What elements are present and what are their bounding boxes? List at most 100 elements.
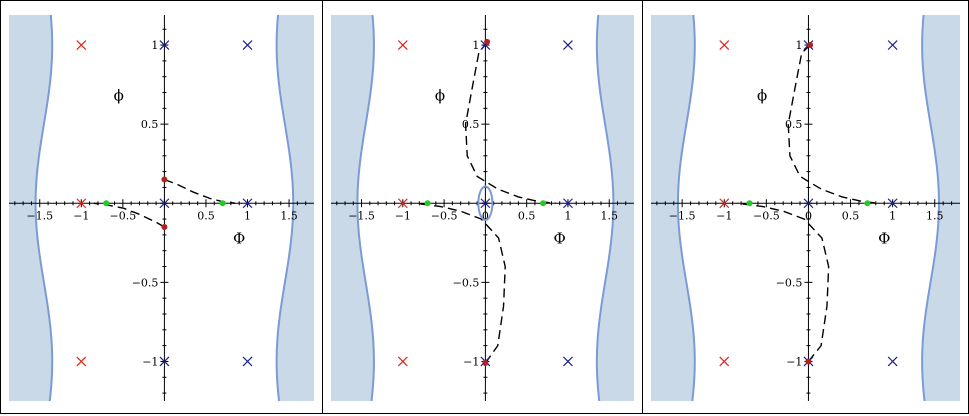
red-cross-marker [719, 356, 730, 367]
x-tick-label: 1.5 [280, 209, 298, 222]
boundary-right [921, 14, 940, 402]
red-dot [161, 176, 168, 183]
blue-cross-marker-stroke [887, 198, 898, 209]
trajectory-curve-2 [415, 202, 506, 364]
x-axis-label: Φ [554, 229, 566, 247]
region-left [9, 15, 53, 401]
y-tick-label: −1 [142, 355, 158, 368]
green-dot [219, 200, 226, 207]
red-dot [482, 360, 489, 367]
red-cross-marker [76, 198, 87, 209]
blue-cross-marker [242, 356, 253, 367]
blue-cross-marker [563, 356, 573, 367]
x-tick-label: 0.5 [197, 209, 215, 222]
x-axis-label: Φ [233, 229, 245, 247]
red-cross-marker [397, 356, 408, 367]
boundary-right [595, 14, 615, 402]
x-tick-label: −1 [395, 209, 411, 222]
red-dot [807, 42, 814, 49]
blue-cross-marker-stroke [563, 40, 573, 50]
x-tick-label: 0 [482, 209, 489, 222]
y-tick-label: −0.5 [132, 276, 159, 289]
blue-cross-marker [242, 198, 253, 209]
red-cross-marker-stroke [719, 356, 730, 367]
x-tick-label: 0.5 [842, 209, 860, 222]
red-cross-marker [397, 40, 408, 50]
red-dot [484, 38, 491, 45]
red-cross-marker [76, 40, 87, 50]
red-cross-marker-stroke [719, 198, 730, 209]
green-dot [746, 200, 753, 207]
blue-cross-marker [242, 40, 253, 50]
blue-cross-marker [887, 40, 898, 50]
x-tick-label: 1 [564, 209, 571, 222]
boundary-right [275, 14, 295, 402]
y-tick-label: 0.5 [462, 118, 480, 131]
x-tick-label: 1 [889, 209, 896, 222]
y-tick-label: −1 [786, 355, 802, 368]
x-tick-label: −1.5 [669, 209, 696, 222]
highlight-ellipse [477, 185, 494, 222]
x-tick-label: −1.5 [348, 209, 375, 222]
y-tick-label: 1 [151, 39, 158, 52]
boundary-left [356, 14, 375, 402]
blue-cross-marker-stroke [803, 198, 814, 209]
red-cross-marker-stroke [397, 40, 408, 50]
y-tick-label: 1 [472, 39, 479, 52]
trajectory-curve-2 [736, 202, 830, 362]
region-left [331, 15, 374, 401]
y-tick-label: 1 [795, 39, 802, 52]
blue-cross-marker-stroke [563, 356, 573, 367]
x-tick-label: 0 [805, 209, 812, 222]
blue-cross-marker-stroke [242, 40, 253, 50]
blue-cross-marker [563, 198, 573, 209]
blue-cross-marker-stroke [159, 198, 170, 209]
blue-cross-marker-stroke [480, 198, 491, 209]
blue-cross-marker [803, 198, 814, 209]
y-tick-label: 0.5 [785, 118, 803, 131]
x-axis-label: Φ [878, 229, 890, 247]
red-cross-marker-stroke [397, 198, 408, 209]
red-cross-marker-stroke [76, 356, 87, 367]
region-right [922, 15, 960, 401]
blue-cross-marker-stroke [887, 40, 898, 50]
blue-cross-marker [480, 198, 491, 209]
y-tick-label: −0.5 [453, 276, 480, 289]
green-dot [424, 200, 431, 207]
green-dot [103, 200, 110, 207]
x-tick-label: 0.5 [518, 209, 536, 222]
blue-cross-marker-stroke [159, 356, 170, 367]
x-tick-label: −0.5 [753, 209, 780, 222]
blue-cross-marker [887, 198, 898, 209]
region-right [276, 15, 314, 401]
green-dot [864, 200, 871, 207]
y-axis-label: ϕ [435, 86, 445, 104]
blue-cross-marker-stroke [242, 198, 253, 209]
x-tick-label: −1 [716, 209, 732, 222]
trajectory-curve-1 [464, 41, 556, 204]
green-dot [540, 200, 547, 207]
x-tick-label: 1.5 [926, 209, 944, 222]
blue-cross-marker [159, 40, 170, 50]
x-tick-label: −1.5 [26, 209, 53, 222]
red-cross-marker [397, 198, 408, 209]
blue-cross-marker-stroke [159, 40, 170, 50]
y-tick-label: −0.5 [776, 276, 803, 289]
y-axis-label: ϕ [757, 86, 767, 104]
region-left [651, 15, 695, 401]
x-tick-label: 1 [244, 209, 251, 222]
red-cross-marker [719, 198, 730, 209]
blue-cross-marker-stroke [887, 356, 898, 367]
red-dot [805, 358, 812, 365]
trajectory-curve-1 [787, 44, 881, 204]
red-cross-marker-stroke [719, 40, 730, 50]
red-cross-marker-stroke [397, 356, 408, 367]
boundary-left [34, 14, 54, 402]
region-right [596, 15, 634, 401]
